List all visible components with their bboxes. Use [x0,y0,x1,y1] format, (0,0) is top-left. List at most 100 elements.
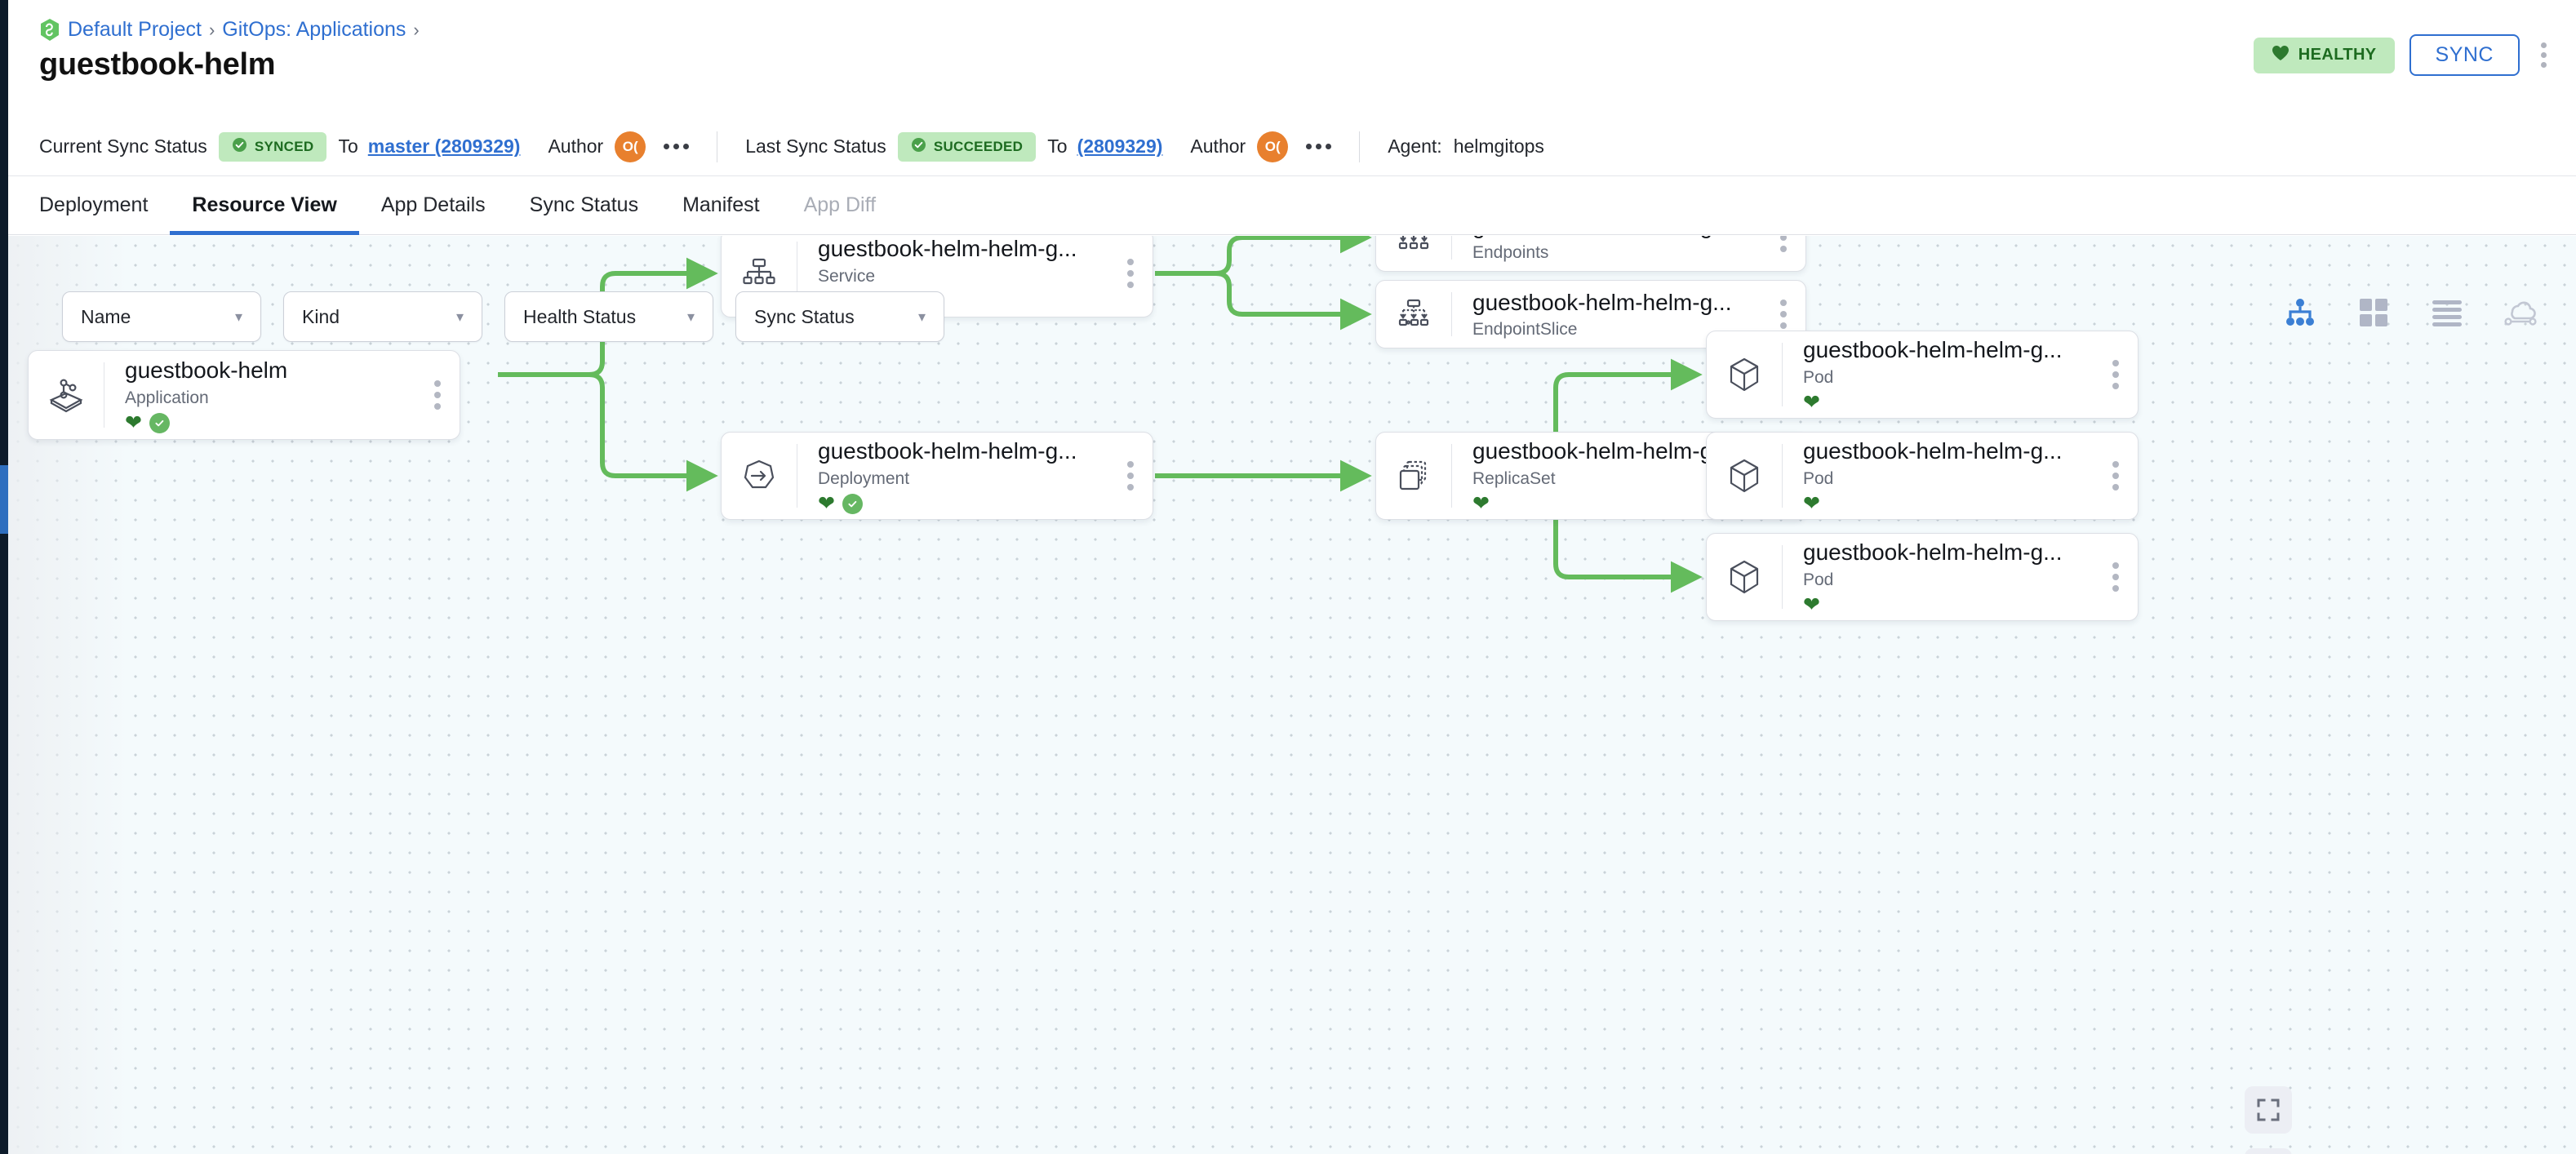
node-overflow-menu-icon[interactable] [1108,259,1153,288]
node-content: guestbook-helm-helm-g... Pod ❤ [1783,539,2094,615]
node-kind: Service [818,266,876,286]
graph-node-pod-2[interactable]: guestbook-helm-helm-g... Pod ❤ [1706,432,2139,520]
node-name: guestbook-helm [125,357,288,384]
current-sync-status-badge: SYNCED [218,131,327,162]
grid-view-icon[interactable] [2356,295,2392,331]
breadcrumb-separator-1: › [208,19,215,40]
network-view-icon[interactable] [2503,295,2538,331]
filter-health-status[interactable]: Health Status ▾ [504,291,713,342]
node-kind: Deployment [818,468,910,488]
node-overflow-menu-icon[interactable] [2094,461,2138,490]
tab-sync-status[interactable]: Sync Status [529,193,639,216]
breadcrumb-item-default-project[interactable]: Default Project [68,18,202,41]
heart-icon [2272,45,2290,66]
node-kind: Pod [1803,367,1834,387]
node-content: guestbook-helm-helm-g... EndpointSlice [1452,289,1761,340]
check-circle-icon [911,137,926,157]
node-status-icons: ❤ [1803,593,2094,615]
filter-name-label: Name [81,305,131,327]
breadcrumb-separator-2: › [413,19,420,40]
last-sync-status-label: Last Sync Status [745,135,886,157]
filter-sync-status[interactable]: Sync Status ▾ [735,291,944,342]
pod-icon [1707,357,1782,393]
breadcrumb-item-gitops-applications[interactable]: GitOps: Applications [222,18,406,41]
node-name: guestbook-helm-helm-g... [1803,438,2063,464]
node-overflow-menu-icon[interactable] [1108,461,1153,490]
graph-node-pod-1[interactable]: guestbook-helm-helm-g... Pod ❤ [1706,331,2139,419]
status-badge-healthy: HEALTHY [2253,37,2395,73]
last-sync-to-label: To [1047,135,1068,157]
tab-deployment[interactable]: Deployment [39,193,149,216]
project-logo-icon [39,18,60,42]
application-icon [29,377,104,413]
tab-app-details[interactable]: App Details [380,193,486,216]
node-content: guestbook-helm Application ❤ [104,357,415,433]
node-overflow-menu-icon[interactable] [415,380,460,410]
node-divider [1451,292,1452,336]
list-view-icon[interactable] [2429,295,2465,331]
graph-node-application[interactable]: guestbook-helm Application ❤ [28,350,460,440]
tab-manifest[interactable]: Manifest [682,193,760,216]
node-content: guestbook-helm-helm-g... Endpoints [1452,236,1761,263]
current-sync-revision-link[interactable]: master (2809329) [367,135,521,157]
filter-health-status-label: Health Status [523,305,637,327]
node-status-icons: ❤ [1803,393,2094,413]
node-overflow-menu-icon[interactable] [2094,562,2138,592]
resource-graph-canvas[interactable]: Name ▾ Kind ▾ Health Status ▾ Sync Statu… [8,236,2576,1154]
fullscreen-icon[interactable] [2245,1086,2292,1134]
health-heart-icon: ❤ [1803,593,1820,615]
node-name: guestbook-helm-helm-g... [1472,289,1732,315]
health-heart-icon: ❤ [1803,391,1820,413]
graph-node-pod-3[interactable]: guestbook-helm-helm-g... Pod ❤ [1706,533,2139,621]
last-sync-author-avatar[interactable]: O( [1257,131,1289,162]
current-sync-author-avatar[interactable]: O( [615,131,646,162]
agent-label: Agent: [1388,135,1442,157]
current-sync-overflow-icon[interactable] [664,144,690,149]
health-heart-icon: ❤ [125,411,142,433]
tree-view-icon[interactable] [2282,295,2318,331]
last-sync-overflow-icon[interactable] [1306,144,1332,149]
node-name: guestbook-helm-helm-g... [818,438,1077,464]
node-name: guestbook-helm-helm-g... [1803,539,2063,566]
replicaset-icon [1376,459,1451,493]
node-content: guestbook-helm-helm-g... ReplicaSet ❤ [1452,437,1761,513]
node-divider [1451,236,1452,260]
page-header: Default Project › GitOps: Applications ›… [8,0,2576,118]
last-sync-status-badge: SUCCEEDED [897,131,1037,162]
filter-bar: Name ▾ Kind ▾ Health Status ▾ Sync Statu… [62,291,944,342]
node-kind: Endpoints [1472,243,1549,263]
sync-button[interactable]: SYNC [2409,34,2520,76]
graph-node-endpoints[interactable]: guestbook-helm-helm-g... Endpoints [1375,236,1806,272]
node-divider [1782,343,1783,406]
node-overflow-menu-icon[interactable] [1761,236,1805,252]
left-rail-active-indicator [0,465,8,534]
deployment-icon [722,459,797,493]
graph-node-deployment[interactable]: guestbook-helm-helm-g... Deployment ❤ [721,432,1153,520]
node-kind: ReplicaSet [1472,468,1556,488]
select-box-icon[interactable] [2245,1148,2292,1154]
node-name: guestbook-helm-helm-g... [818,236,1077,262]
filter-kind[interactable]: Kind ▾ [283,291,482,342]
chevron-down-icon: ▾ [686,308,695,325]
filter-name[interactable]: Name ▾ [62,291,261,342]
tab-resource-view[interactable]: Resource View [170,176,360,235]
app-left-rail [0,0,8,1154]
synced-check-icon [842,494,863,514]
endpointslice-icon [1376,298,1451,331]
pod-icon [1707,559,1782,595]
header-actions: HEALTHY SYNC [2253,34,2553,76]
breadcrumb: Default Project › GitOps: Applications › [39,18,420,42]
header-overflow-menu-icon[interactable] [2534,38,2553,73]
current-sync-to-label: To [338,135,358,157]
node-overflow-menu-icon[interactable] [2094,360,2138,389]
current-sync-author-label: Author [548,135,604,157]
node-divider [1451,444,1452,508]
chevron-down-icon: ▾ [234,308,242,325]
health-heart-icon: ❤ [818,492,835,514]
tab-bar: Deployment Resource View App Details Syn… [8,176,2576,235]
last-sync-revision-link[interactable]: (2809329) [1077,135,1163,157]
node-status-icons: ❤ [1803,494,2094,514]
tab-app-diff: App Diff [803,193,877,216]
node-kind: EndpointSlice [1472,320,1578,340]
node-overflow-menu-icon[interactable] [1761,300,1805,329]
